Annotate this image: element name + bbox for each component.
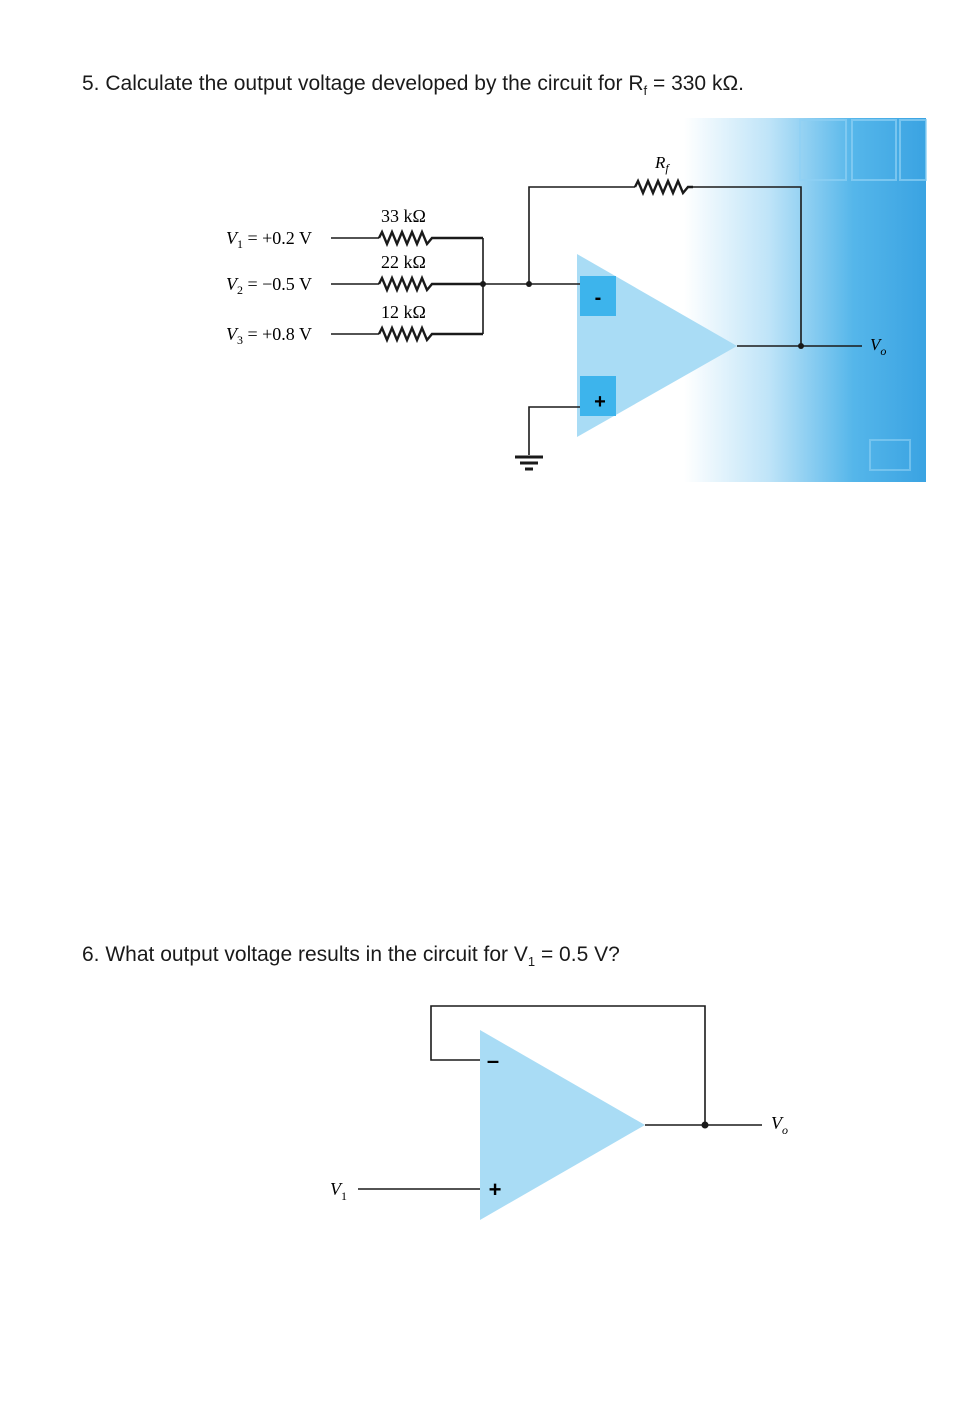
input-branch-3: V3 = +0.8 V 12 kΩ xyxy=(226,302,483,347)
output-label: Vo xyxy=(870,335,886,358)
input-branch-1: V1 = +0.2 V 33 kΩ xyxy=(226,206,483,251)
follower-output-label: Vo xyxy=(771,1113,788,1137)
feedback-resistor xyxy=(633,177,693,197)
resistor-2 xyxy=(377,274,483,294)
input-1-label: V1 = +0.2 V xyxy=(226,228,312,251)
input-3-label: V3 = +0.8 V xyxy=(226,324,312,347)
inverting-pin-box xyxy=(580,276,616,316)
question-5-suffix: = 330 kΩ. xyxy=(647,72,744,95)
follower-noninverting-pin-label: + xyxy=(489,1177,502,1202)
input-branch-2: V2 = −0.5 V 22 kΩ xyxy=(226,252,483,297)
resistor-1 xyxy=(377,228,483,248)
inverting-pin-label: - xyxy=(595,287,602,309)
follower-input-label: V1 xyxy=(330,1179,347,1203)
voltage-follower-diagram: – + V1 Vo xyxy=(330,1005,788,1220)
follower-feedback-wire xyxy=(430,1005,706,1125)
background-panel xyxy=(684,118,927,482)
feedback-wire-right xyxy=(693,186,802,346)
question-5-text: 5. Calculate the output voltage develope… xyxy=(82,72,644,95)
noninverting-pin-label: + xyxy=(594,391,606,413)
feedback-junction-dot xyxy=(526,281,532,287)
question-6: 6. What output voltage results in the ci… xyxy=(82,943,620,969)
output-junction-dot xyxy=(798,343,804,349)
follower-op-amp-triangle xyxy=(480,1030,645,1220)
question-6-subscript: 1 xyxy=(527,954,536,970)
ground-icon xyxy=(515,455,543,471)
feedback-resistor-label: Rf xyxy=(654,153,670,175)
feedback-wire-left xyxy=(528,186,635,284)
resistor-2-label: 22 kΩ xyxy=(381,252,426,272)
question-5-subscript: f xyxy=(643,83,648,99)
follower-inverting-pin-label: – xyxy=(487,1048,499,1073)
resistor-1-label: 33 kΩ xyxy=(381,206,426,226)
question-6-suffix: = 0.5 V? xyxy=(535,943,620,966)
follower-output-junction-dot xyxy=(701,1121,709,1129)
op-amp-triangle xyxy=(577,254,737,437)
ground-wire xyxy=(528,406,580,455)
noninverting-pin-box xyxy=(580,376,616,416)
question-6-text: 6. What output voltage results in the ci… xyxy=(82,943,528,966)
resistor-3-label: 12 kΩ xyxy=(381,302,426,322)
input-2-label: V2 = −0.5 V xyxy=(226,274,312,297)
question-5: 5. Calculate the output voltage develope… xyxy=(82,72,744,98)
resistor-3 xyxy=(377,324,483,344)
